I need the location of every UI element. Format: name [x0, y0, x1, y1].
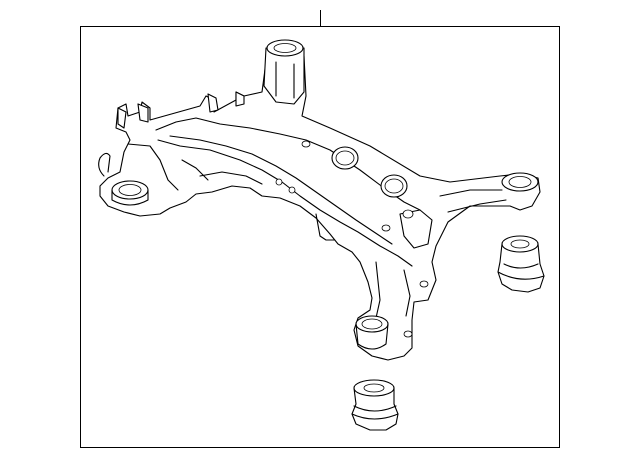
subframe-small-hole-1 — [301, 140, 311, 148]
rear-bushing-flange — [351, 405, 399, 420]
subframe-left-mount-collar — [111, 189, 149, 206]
subframe-rear-mount-hole — [361, 318, 383, 330]
subframe-right-bracket-hole — [402, 209, 414, 219]
front-bushing — [497, 235, 545, 293]
subframe-hanging-bracket — [315, 213, 335, 241]
subframe-left-arm — [99, 43, 541, 361]
subframe-left-tab-2 — [137, 103, 149, 123]
subframe-small-hole-2 — [275, 178, 283, 186]
rear-bushing — [351, 379, 399, 431]
subframe-left-inner-edge — [127, 143, 209, 191]
rear-bushing-bore — [363, 383, 385, 393]
subframe-crossmember-hole-1-inner — [335, 150, 355, 166]
subframe-lower-leg-hole-2 — [403, 330, 413, 338]
subframe-inner-web — [199, 171, 263, 185]
subframe-lower-leg-edge — [375, 261, 411, 319]
subframe — [98, 39, 541, 361]
subframe-right-arm-edge — [439, 189, 507, 213]
subframe-left-tab-1 — [117, 107, 127, 129]
subframe-rear-mount-collar — [355, 323, 389, 350]
subframe-crossmember-inner-edge — [169, 135, 393, 245]
subframe-top-tower-rib — [275, 61, 295, 99]
subframe-right-bracket — [399, 209, 433, 249]
diagram-frame — [80, 26, 560, 448]
subframe-crossmember-lower-edge — [157, 139, 413, 267]
subframe-small-hole-3 — [288, 186, 296, 194]
front-bushing-bore — [510, 239, 530, 249]
subframe-lower-leg-hole — [419, 280, 429, 288]
callout-leader-line — [320, 10, 321, 26]
subframe-left-tab-4 — [235, 91, 245, 107]
front-bushing-flange — [497, 263, 545, 280]
subframe-right-bracket-hole-2 — [381, 224, 391, 232]
subframe-crossmember-hole-2-inner — [384, 178, 404, 194]
subframe-left-hook — [98, 152, 111, 177]
subframe-left-tab-3 — [207, 93, 219, 113]
subframe-left-mount-hole — [118, 184, 142, 196]
subframe-right-mount-hole — [508, 176, 532, 188]
rear-bushing-body — [351, 387, 399, 431]
subframe-top-tower-hole — [273, 43, 297, 53]
